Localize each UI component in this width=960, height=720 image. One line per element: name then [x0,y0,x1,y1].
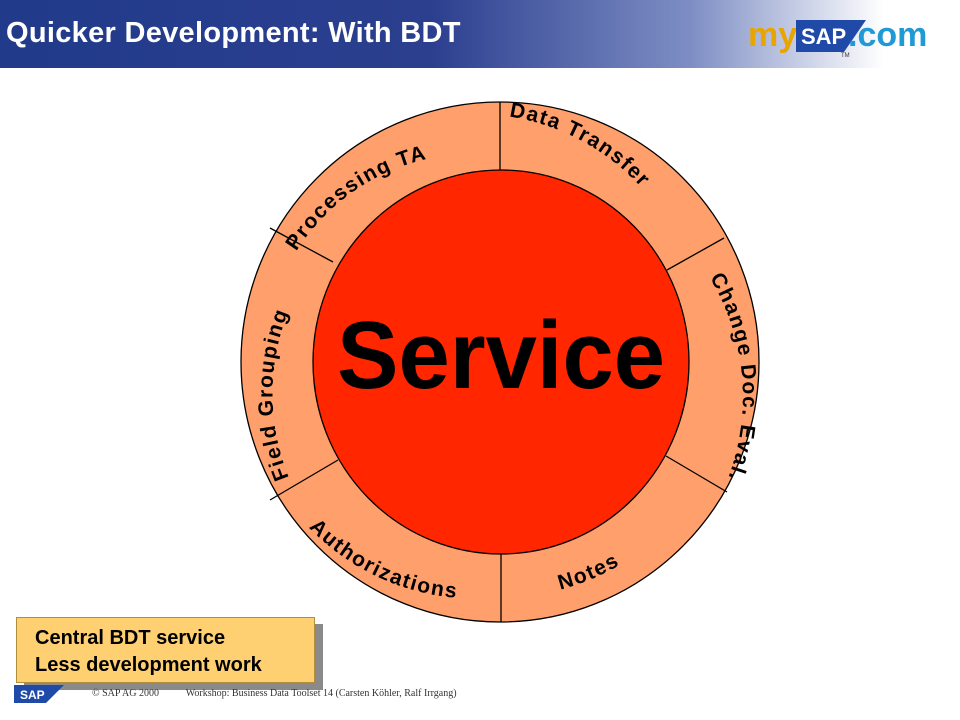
page-title: Quicker Development: With BDT [6,17,461,49]
footer-copyright: © SAP AG 2000 [92,688,159,699]
service-label: Service [337,302,665,409]
ring-divider [269,459,339,501]
logo-sap-shape [796,20,866,52]
logo-my-text: my [748,16,797,54]
callout-line-central-bdt: Central BDT service [35,627,226,649]
logo-tm-text: TM [841,53,850,59]
ring-divider [665,455,728,493]
sap-footer-logo: SAP [14,685,64,703]
header-bar: Quicker Development: With BDT my SAP .co… [0,0,960,68]
sap-footer-logo-text: SAP [20,688,45,702]
ring-divider [666,237,725,271]
callout-line-less-development: Less development work [35,654,262,676]
logo-sap-text: SAP [801,24,846,49]
callout-box: Central BDT service Less development wor… [16,617,315,683]
ring-divider [269,227,334,263]
logo-com-text: .com [848,16,927,54]
service-circle [312,169,690,555]
mysap-logo: my SAP .com TM [748,16,927,59]
footer-workshop-info: Workshop: Business Data Toolset 14 (Cars… [185,688,457,699]
footer-text: © SAP AG 2000 Workshop: Business Data To… [92,688,457,699]
